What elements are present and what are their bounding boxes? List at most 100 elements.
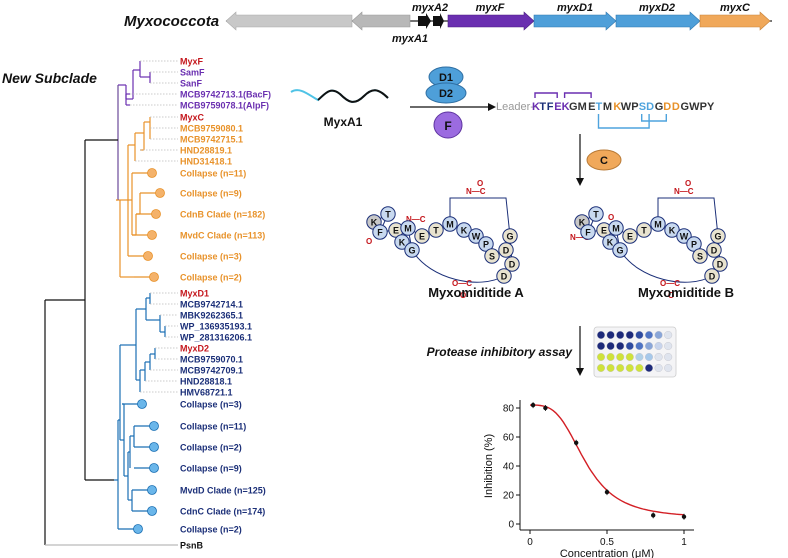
structure-residue-letter: F [377,228,383,238]
structure-residue-letter: K [579,218,586,228]
sequence-residue: T [539,101,546,113]
structure-crosslink [619,249,713,283]
crosslink-bracket-top [563,92,592,98]
structure-residue [502,228,518,244]
collapsed-clade-node [143,251,153,261]
plate-well [606,364,615,373]
crosslink-bracket-bottom [641,114,667,122]
data-point [681,514,687,519]
structure-residue [588,206,604,222]
myxd2-gene-arrow [615,11,701,31]
structure-residue [496,268,512,284]
plate-well [635,353,644,362]
leaf-label-mvdc-clade: MvdC Clade (n=113) [180,231,265,241]
crosslink-brackets [534,92,667,129]
plate-well [635,342,644,351]
leaf-label-blue: MBK9262365.1 [180,311,243,321]
structure-residue-letter: E [601,226,607,236]
leaf-label-samf: SamF [180,68,205,78]
leaf-label-myxc: MyxC [180,113,205,123]
plate-well [597,342,606,351]
structure-residue [372,224,388,240]
structure-residue [400,220,416,236]
data-point [574,440,579,445]
structure-residue-letter: D [717,260,724,270]
plate-well [664,364,673,373]
structure-residue [706,242,722,258]
leaf-label-mvdd-clade: MvdD Clade (n=125) [180,486,266,496]
leaf-label-blue: WP_136935193.1 [180,322,252,332]
myxd1-gene-arrow [533,11,617,31]
plate-well [606,331,615,340]
myxa1-gene-arrow [418,13,431,29]
plate-well [654,353,663,362]
plate-well [616,342,625,351]
collapsed-clade-node [151,209,161,219]
plate-well [616,364,625,373]
phylogenetic-tree: New Subclade MyxFSamFSanFMCB9742713.1(Ba… [2,57,271,551]
x-tick-label: 0 [527,537,533,548]
structure-residue-letter: M [446,220,454,230]
plate-well [625,364,634,373]
plate-well [664,342,673,351]
structure-crosslink [674,197,719,237]
structure-atom-label: O [668,291,674,300]
myxf-gene-arrow [447,11,535,31]
structure-residue-letter: T [641,226,647,236]
collapsed-clade-node [147,485,157,495]
sequence-residue: P [631,101,638,113]
plate-well [645,342,654,351]
tree-leaves: MyxFSamFSanFMCB9742713.1(BacF)MCB9759078… [130,57,271,551]
sequence-residue: K [613,101,621,113]
gene-cluster: Myxococcota myxA2 myxA1 myxF myxD1 myxD2… [124,2,772,45]
structure-residue [414,228,430,244]
collapsed-clade-node [149,442,159,452]
plate-well [654,331,663,340]
gene-label-myxa1: myxA1 [392,33,428,45]
structure-residue-letter: S [489,252,495,262]
structure-residue [404,242,420,258]
structure-residue-letter: T [385,210,391,220]
leaf-label-sanf: SanF [180,79,203,89]
plate-well [645,364,654,373]
sequence-residue: E [554,101,561,113]
structure-residue [498,242,514,258]
structure-residue-letter: T [593,210,599,220]
x-axis-label: Concentration (μM) [560,548,654,558]
leaf-label-orange: HND28819.1 [180,146,232,156]
enzyme-d1-label: D1 [439,72,453,84]
gene-label-myxd2: myxD2 [639,2,675,14]
plate-well [597,353,606,362]
gray-gene-arrow-1 [225,11,353,31]
leaf-label-cdnb-clade: CdnB Clade (n=182) [180,210,265,220]
structure-residue [484,248,500,264]
sequence-residue: W [621,101,632,113]
reaction-arrow-1-head [488,103,496,111]
product-a-label: Myxomiditide A [428,285,524,300]
structure-residue-letter: M [404,224,412,234]
structure-residue [602,234,618,250]
structure-residue-letter: D [501,272,508,282]
structure-atom-label: O [608,213,614,222]
enzyme-d2-shape [425,82,467,104]
leaf-label-cdnc-clade: CdnC Clade (n=174) [180,507,265,517]
structure-residue [712,256,728,272]
leaf-label-blue: MCB9742714.1 [180,300,243,310]
structure-residue-letter: D [709,272,716,282]
myxa2-gene-arrow [433,13,444,29]
sequence-residue: G [569,101,578,113]
structure-residue [394,234,410,250]
sequence-residue: Y [707,101,715,113]
y-axis-label: Inhibition (%) [483,434,495,498]
leaf-label-blue: HND28818.1 [180,377,232,387]
gene-label-myxd1: myxD1 [557,2,593,14]
precursor-leader-strand [290,89,389,103]
leaf-label-alpf: MCB9759078.1(AlpF) [180,101,269,111]
plate-well [625,342,634,351]
structure-atom-label: N—C [674,187,694,196]
structure-residue [636,222,652,238]
organism-label: Myxococcota [124,13,219,30]
